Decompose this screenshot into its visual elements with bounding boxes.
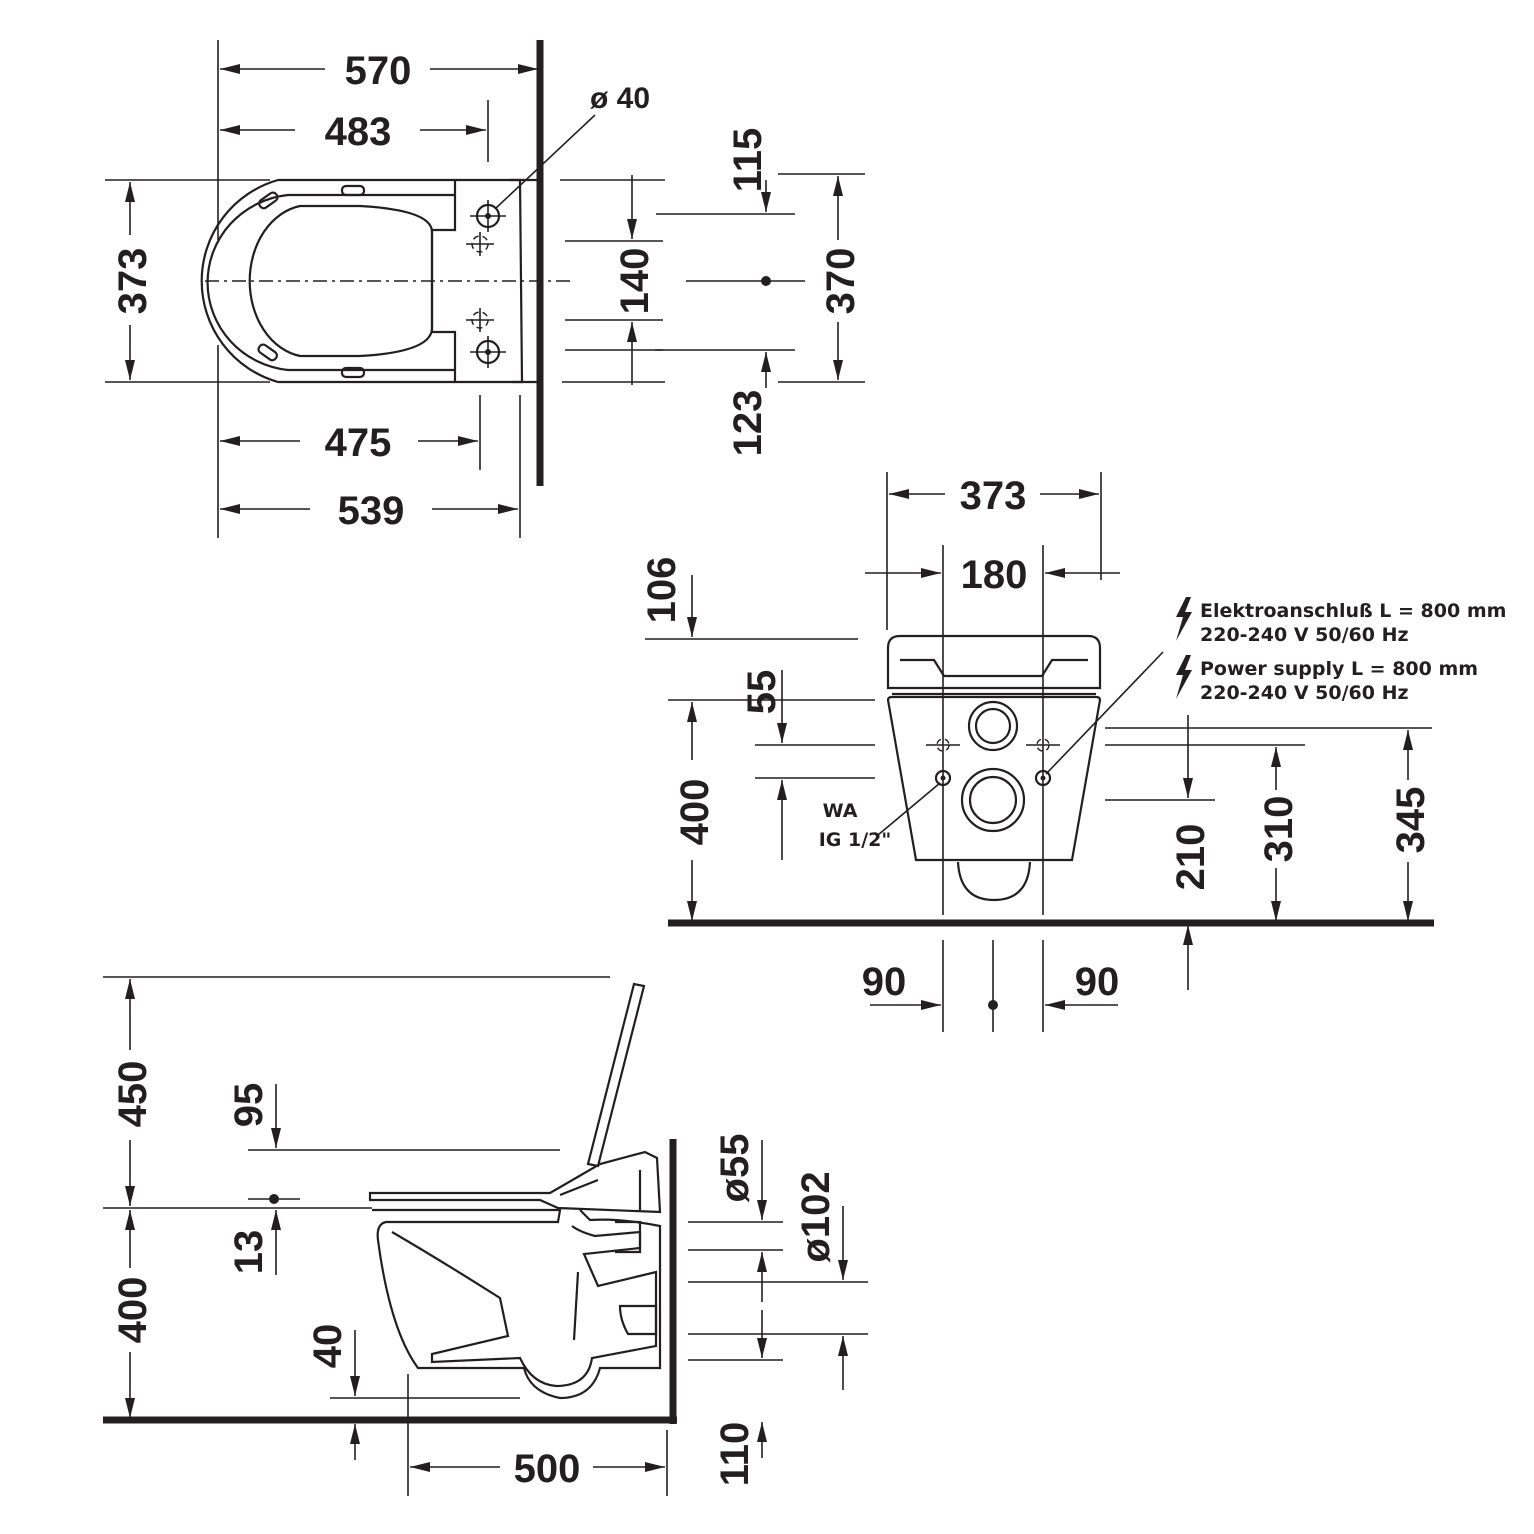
dim-475: 475 [325,421,392,465]
dim-90-right: 90 [1075,960,1120,1004]
front-view-outlet [956,861,1032,902]
top-view-rim [206,193,455,372]
dim-55-front: 55 [740,670,784,715]
dim-106: 106 [640,557,684,624]
dim-570: 570 [345,49,412,93]
dim-40: 40 [306,1324,350,1369]
dim-90-left: 90 [862,960,907,1004]
dim-95: 95 [227,1083,271,1128]
top-view-slot [340,184,366,197]
side-view-trap [391,1225,658,1388]
lightning-icon [1176,655,1192,699]
power-note-en-spec: 220-240 V 50/60 Hz [1200,682,1409,704]
dim-400-front: 400 [673,779,717,846]
front-view-lid [886,634,1102,690]
power-note-en: Power supply L = 800 mm [1200,658,1478,680]
top-view: 570 483 ø 40 373 140 115 123 370 475 539 [105,40,865,538]
dim-13: 13 [227,1230,271,1275]
dim-373-depth: 373 [111,248,155,315]
side-view: 450 400 95 13 40 ø55 ø102 110 500 [103,976,868,1496]
power-note-de: Elektroanschluß L = 800 mm [1200,600,1506,622]
top-view-bowl-outline [200,178,455,384]
dim-180: 180 [961,553,1028,597]
dim-d40: ø 40 [590,82,650,115]
side-view-open-lid [586,982,646,1168]
dim-450: 450 [111,1061,155,1128]
side-view-inlet-pipe [615,1220,642,1254]
dim-110: 110 [713,1422,757,1487]
top-view-tank [430,178,524,384]
front-view-waste-outlet [960,767,1026,833]
side-view-axis-point [269,1194,279,1204]
leader-d40 [495,114,596,209]
side-view-outlet-pipe [618,1304,658,1336]
top-view-seat-opening [248,204,434,358]
dim-370: 370 [819,248,863,315]
dim-400-side: 400 [111,1277,155,1344]
power-note-de-spec: 220-240 V 50/60 Hz [1200,624,1409,646]
top-view-axis-point [761,276,771,286]
wa-thread-label: IG 1/2" [819,829,892,851]
dim-373-width: 373 [960,474,1027,518]
dim-115: 115 [726,128,770,193]
dim-d55: ø55 [713,1134,757,1203]
dim-310: 310 [1257,796,1301,863]
dim-483: 483 [325,110,392,154]
front-view-axis-point [988,1000,998,1010]
leader-wa [877,782,941,836]
wa-label: WA [823,800,858,822]
top-view-slot [257,343,279,362]
leader-power [1045,651,1164,775]
front-view-lid-edge [900,658,1088,678]
front-view: 373 180 106 400 55 210 310 345 90 90 [640,472,1506,1032]
dim-210: 210 [1169,824,1213,891]
front-view-water-inlet [967,700,1019,752]
dim-539: 539 [338,489,405,533]
top-view-slot [340,366,366,379]
top-view-slot [257,191,279,210]
dim-140: 140 [613,248,657,315]
dim-d102: ø102 [794,1171,838,1262]
front-view-bowl-body [886,695,1102,862]
lightning-icon [1176,597,1192,641]
side-view-bowl [372,1208,662,1400]
dim-345: 345 [1389,787,1433,854]
dim-500: 500 [514,1447,581,1491]
side-view-seat [368,1150,662,1214]
dim-123: 123 [726,390,770,457]
